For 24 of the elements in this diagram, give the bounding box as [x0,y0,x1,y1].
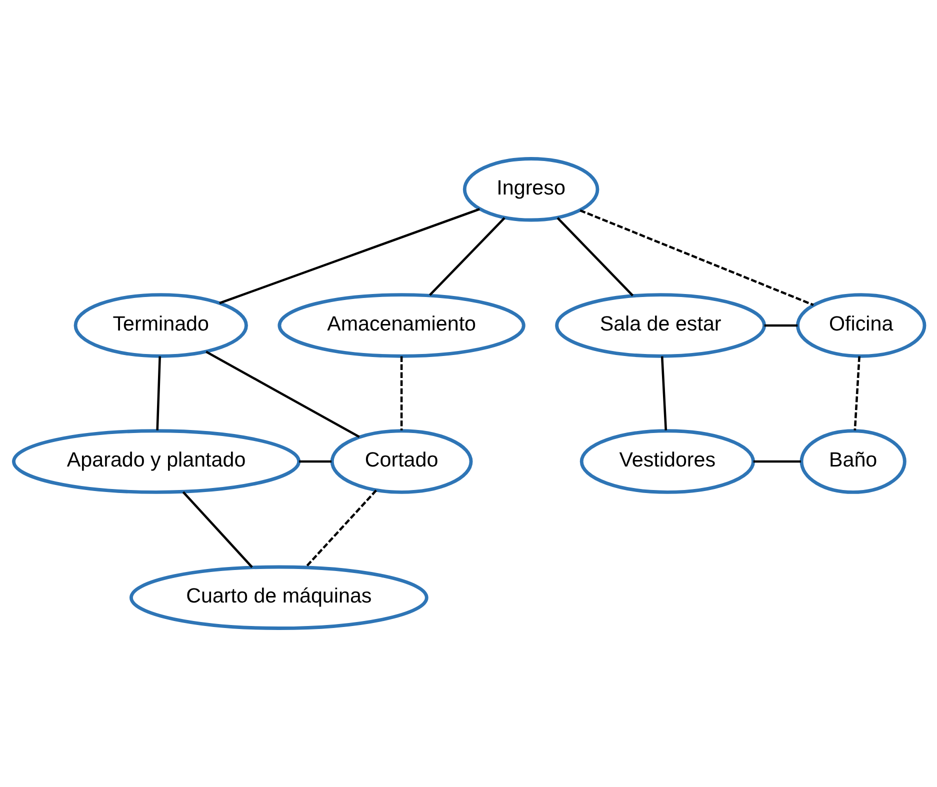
connector [304,490,376,568]
connector [556,217,634,296]
connector [764,324,798,327]
connector [182,491,252,568]
connector [752,460,800,463]
connector [205,350,360,438]
node-ellipse: Oficina [796,293,926,358]
connector [400,356,402,430]
connector [218,208,480,304]
node-ellipse: Ingreso [462,157,599,222]
connector [660,356,667,430]
connector [579,209,814,306]
node-ellipse: Terminado [73,293,248,358]
node-ellipse: Vestidores [579,429,754,494]
connector [428,217,505,296]
node-ellipse: Baño [799,429,906,494]
node-ellipse: Sala de estar [554,293,766,358]
connector [853,356,860,430]
node-ellipse: Cortado [330,429,472,494]
node-ellipse: Amacenamiento [277,293,525,358]
connector [156,356,160,430]
connector [298,460,331,463]
node-ellipse: Aparado y plantado [12,429,300,494]
node-ellipse: Cuarto de máquinas [129,565,428,630]
